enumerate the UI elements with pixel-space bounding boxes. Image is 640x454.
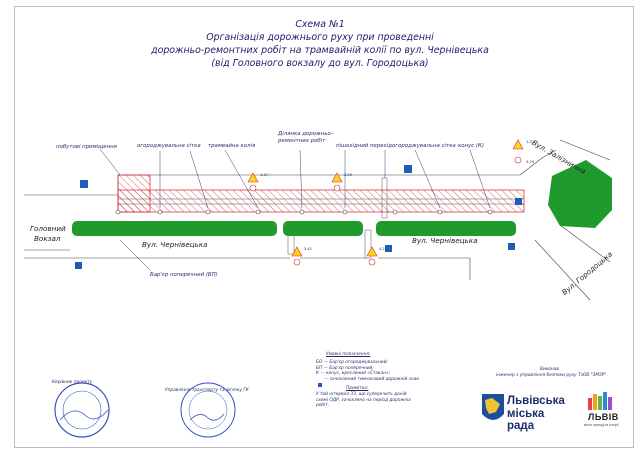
title-line-4: (від Головного вокзалу до вул. Городоцьк… [211, 58, 429, 69]
city-council-line-1: Львівська [507, 395, 565, 407]
sign-code-label: 3.29 [526, 160, 535, 164]
info-sign [75, 262, 82, 269]
label-barrier-dp: Бар'єр поперечний (БП) [150, 272, 218, 278]
signature-left-title: Керівник проекту [52, 380, 93, 385]
brand-wordmark: ЛЬВІВ [588, 412, 619, 422]
label-barrier-fence-1: огороджувальна сітка [137, 143, 201, 149]
speed-sign [368, 258, 376, 266]
info-sign [385, 245, 392, 252]
street-chernivetska-1: Вул. Чернівецька [142, 240, 208, 249]
speed-sign [514, 156, 522, 164]
sign-code-label: 1.37 [260, 173, 268, 177]
park-block [548, 160, 612, 228]
brand-subtitle: місто пригод та історії [584, 423, 619, 427]
signature-middle-title: Управління транспорту та зв'язку ГК [165, 388, 249, 393]
seal-stamp-left [54, 382, 110, 438]
speed-sign [293, 258, 301, 266]
info-sign [508, 243, 515, 250]
title-line-1: Схема №1 [295, 19, 345, 30]
warning-sign [366, 246, 378, 257]
label-work-section: Ділянка дорожньо-ремонтних робіт [278, 131, 333, 144]
work-zone [117, 189, 525, 213]
street-main-station-1: Головний [30, 224, 66, 233]
median-strip [283, 221, 363, 236]
signature-right-line-1: Виконав [540, 367, 559, 372]
signature-left [59, 409, 109, 421]
city-council-line-3: рада [507, 420, 535, 432]
label-tram-line: трамвайна колія [208, 143, 256, 149]
schema-title: Схема №1 Організація дорожнього руху при… [0, 18, 640, 70]
label-temp-lighting: побутові приміщення [56, 144, 117, 150]
note-heading: Примітка: [346, 386, 369, 392]
city-council-line-2: міська [507, 407, 545, 420]
median-strip [376, 221, 516, 236]
lviv-coat-of-arms-icon [482, 394, 504, 420]
info-sign [80, 180, 88, 188]
legend-item: БП — Бар'єр поперечний; [316, 365, 374, 371]
legend: Умовні позначення: БО — Бар'єр огороджув… [316, 352, 434, 409]
sign-code-label: 4.2 [379, 247, 385, 251]
street-main-station-2: Вокзал [34, 234, 61, 243]
lviv-brand-icon [588, 392, 612, 410]
sign-code-label: 3.29 [344, 173, 353, 177]
info-sign [404, 165, 412, 173]
street-chernivetska-2: Вул. Чернівецька [412, 236, 478, 245]
label-barrier-fence-2: огороджувальна сітка [392, 143, 456, 149]
note-text: У той інтервал ЗЗ, що суперечить даній [316, 392, 407, 398]
label-ped-crossing: пішохідний перехід [336, 143, 392, 149]
median-strip [72, 221, 277, 236]
crossing-stripe [364, 229, 372, 259]
warning-sign [291, 246, 303, 257]
warning-sign [512, 139, 524, 150]
seal-stamp-middle [180, 382, 236, 438]
note-text: робіт. [316, 403, 330, 409]
info-sign [515, 198, 522, 205]
title-line-3: дорожньо-ремонтних робіт на трамвайній к… [151, 45, 489, 56]
city-council-name: Львівська міська рада [507, 395, 565, 433]
legend-item: БО — Бар'єр огороджувальний; [316, 360, 388, 366]
legend-item: — зачохлений тимчасовий дорожній знак. [324, 376, 421, 382]
warning-sign [247, 172, 259, 183]
label-cone: конус (К) [458, 143, 484, 149]
signature-right-line-2: інженер з управління безпеки руху ТзОВ "… [496, 373, 607, 378]
legend-item: К — конус, креслений «Стакан»; [316, 371, 391, 377]
signature-middle [189, 413, 225, 421]
site-building [117, 174, 151, 213]
title-line-2: Організація дорожнього руху при проведен… [206, 32, 434, 43]
legend-heading: Умовні позначення: [326, 352, 371, 357]
sign-code-label: 1.37 [526, 140, 534, 144]
sign-code-label: 3.41 [304, 247, 312, 251]
speed-sign [333, 184, 341, 192]
note-text: схемі ОДР, зачохлено на період дорожніх [316, 397, 411, 403]
speed-sign [249, 184, 257, 192]
warning-sign [331, 172, 343, 183]
